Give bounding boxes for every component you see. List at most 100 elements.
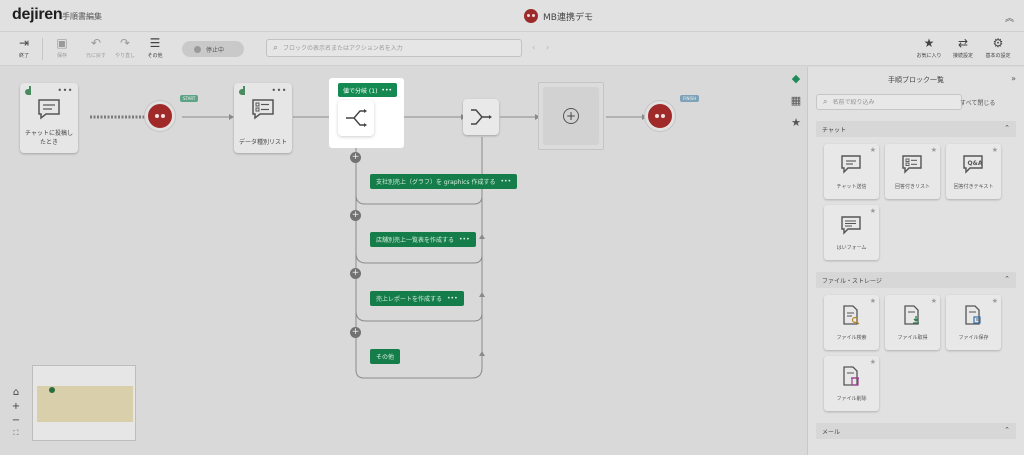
status-label: 停止中 xyxy=(206,46,225,54)
branch-menu-icon[interactable]: ••• xyxy=(459,236,470,243)
favorites-tab-icon[interactable]: ★ xyxy=(791,116,801,129)
branch-action-other[interactable]: その他 xyxy=(370,349,401,364)
block-card[interactable]: ★ ファイル検索 xyxy=(824,295,879,350)
file-save-icon xyxy=(965,305,981,325)
add-block-icon[interactable]: + xyxy=(563,108,579,124)
exit-button[interactable]: ⇥ 終了 xyxy=(10,36,38,59)
branch-action-other-label: その他 xyxy=(376,354,395,361)
close-all-button[interactable]: すべて閉じる xyxy=(960,100,996,107)
branch-action-3[interactable]: 売上レポートを作成する ••• xyxy=(370,291,464,306)
collapse-chevron-icon[interactable]: ︽ xyxy=(1004,14,1014,24)
branch-menu-icon[interactable]: ••• xyxy=(500,178,512,185)
settings-button[interactable]: ⚙ 基本の設定 xyxy=(982,36,1014,59)
node-menu-icon[interactable]: ••• xyxy=(57,86,73,95)
search-icon: ⌕ xyxy=(273,43,279,53)
panel-collapse-icon[interactable]: » xyxy=(1011,74,1016,83)
block-card-label: チャット送信 xyxy=(836,184,867,190)
chevron-up-icon[interactable]: ⌃ xyxy=(1004,426,1010,434)
panel-tabs: ◆ ▦ ★ xyxy=(784,67,808,455)
block-card[interactable]: ★ ファイル取得 xyxy=(885,295,940,350)
add-branch-icon[interactable]: + xyxy=(350,152,361,163)
settings-icon: ⚙ xyxy=(992,36,1004,50)
star-icon[interactable]: ★ xyxy=(869,358,876,366)
more-button[interactable]: ☰ その他 xyxy=(141,36,169,59)
finish-node[interactable] xyxy=(645,101,675,131)
toolbar-divider xyxy=(42,38,43,60)
panel-search-input[interactable] xyxy=(832,98,953,106)
add-block-slot[interactable]: + xyxy=(538,82,604,150)
save-icon: ▣ xyxy=(56,36,68,50)
minimap[interactable] xyxy=(32,365,136,441)
branch-action-1[interactable]: 支社別売上（グラフ）を graphics 作成する ••• xyxy=(370,174,518,189)
panel-title: 手順ブロック一覧 xyxy=(888,76,944,84)
section-header-mail[interactable]: メール ⌃ xyxy=(816,423,1016,439)
block-card[interactable]: ★ はいフォーム xyxy=(824,205,879,260)
app-title-group: MB連携デモ xyxy=(524,9,593,23)
start-tag: START xyxy=(180,95,199,102)
section-title: ファイル・ストレージ xyxy=(822,278,882,285)
block-search-input[interactable] xyxy=(283,44,504,52)
branch-node[interactable] xyxy=(338,100,374,136)
node-menu-icon[interactable]: ••• xyxy=(271,86,287,95)
status-toggle[interactable]: 停止中 xyxy=(182,41,244,57)
block-card[interactable]: ★ 回答付きリスト xyxy=(885,144,940,199)
section-header-chat[interactable]: チャット ⌃ xyxy=(816,121,1016,137)
section-title: チャット xyxy=(822,127,846,134)
block-card-label: はいフォーム xyxy=(836,245,867,251)
search-prev-icon[interactable]: ‹ xyxy=(532,43,536,52)
zoom-in-icon[interactable]: + xyxy=(11,401,21,412)
top-bar: dejiren 手順書編集 MB連携デモ ︽ xyxy=(0,0,1024,32)
save-button[interactable]: ▣ 保存 xyxy=(48,36,76,59)
trigger-node[interactable]: ••• チャットに投稿したとき xyxy=(20,83,78,153)
start-node[interactable] xyxy=(145,101,175,131)
toolbar: ⇥ 終了 ▣ 保存 ↶ 元に戻す ↷ やり直し ☰ その他 停止中 ⌕ ‹ › … xyxy=(0,32,1024,66)
page-subtitle: 手順書編集 xyxy=(62,12,102,21)
search-next-icon[interactable]: › xyxy=(546,43,550,52)
blocks-cube-icon[interactable]: ◆ xyxy=(791,72,801,85)
favorites-button[interactable]: ★ お気に入り xyxy=(914,36,944,59)
star-icon[interactable]: ★ xyxy=(869,297,876,305)
block-card-label: ファイル削除 xyxy=(836,396,867,402)
block-card[interactable]: ★ Q&A 回答付きテキスト xyxy=(946,144,1001,199)
app-avatar-icon xyxy=(524,9,538,23)
chat-send-icon xyxy=(841,155,861,174)
add-branch-icon[interactable]: + xyxy=(350,268,361,279)
add-branch-icon[interactable]: + xyxy=(350,210,361,221)
search-icon: ⌕ xyxy=(823,97,828,106)
data-list-node[interactable]: ••• データ種別リスト xyxy=(234,83,292,153)
star-icon[interactable]: ★ xyxy=(869,207,876,215)
star-icon: ★ xyxy=(923,36,935,50)
flow-canvas[interactable]: ••• チャットに投稿したとき START ••• データ種別リスト 値で分岐 … xyxy=(0,67,808,455)
star-icon[interactable]: ★ xyxy=(930,146,937,154)
zoom-out-icon[interactable]: − xyxy=(11,415,21,426)
section-header-file-storage[interactable]: ファイル・ストレージ ⌃ xyxy=(816,272,1016,288)
home-icon[interactable]: ⌂ xyxy=(12,387,20,398)
status-dot-icon xyxy=(194,45,201,53)
fit-view-icon[interactable]: ⛶ xyxy=(13,429,19,437)
list-chat-icon xyxy=(252,99,274,120)
undo-button[interactable]: ↶ 元に戻す xyxy=(82,36,110,59)
chevron-up-icon[interactable]: ⌃ xyxy=(1004,275,1010,283)
chevron-up-icon[interactable]: ⌃ xyxy=(1004,124,1010,132)
qa-chat-icon: Q&A xyxy=(963,155,983,174)
branch-menu-icon[interactable]: ••• xyxy=(381,86,393,94)
star-icon[interactable]: ★ xyxy=(869,146,876,154)
exit-label: 終了 xyxy=(18,53,29,59)
connection-button[interactable]: ⇄ 接続設定 xyxy=(948,36,978,59)
branch-value-tag[interactable]: 値で分岐 (1) ••• xyxy=(338,83,398,97)
app-logo[interactable]: dejiren xyxy=(12,6,63,23)
star-icon[interactable]: ★ xyxy=(991,146,998,154)
packages-icon[interactable]: ▦ xyxy=(790,94,802,107)
star-icon[interactable]: ★ xyxy=(930,297,937,305)
branch-menu-icon[interactable]: ••• xyxy=(447,295,458,302)
branch-action-2[interactable]: 店舗別売上一覧表を作成する ••• xyxy=(370,232,476,247)
block-card[interactable]: ★ チャット送信 xyxy=(824,144,879,199)
block-card[interactable]: ★ ファイル保存 xyxy=(946,295,1001,350)
exit-icon: ⇥ xyxy=(18,36,30,50)
merge-node[interactable] xyxy=(463,99,499,135)
app-title: MB連携デモ xyxy=(543,12,593,23)
block-card[interactable]: ★ ファイル削除 xyxy=(824,356,879,411)
add-branch-icon[interactable]: + xyxy=(350,327,361,338)
redo-button[interactable]: ↷ やり直し xyxy=(111,36,139,59)
star-icon[interactable]: ★ xyxy=(991,297,998,305)
